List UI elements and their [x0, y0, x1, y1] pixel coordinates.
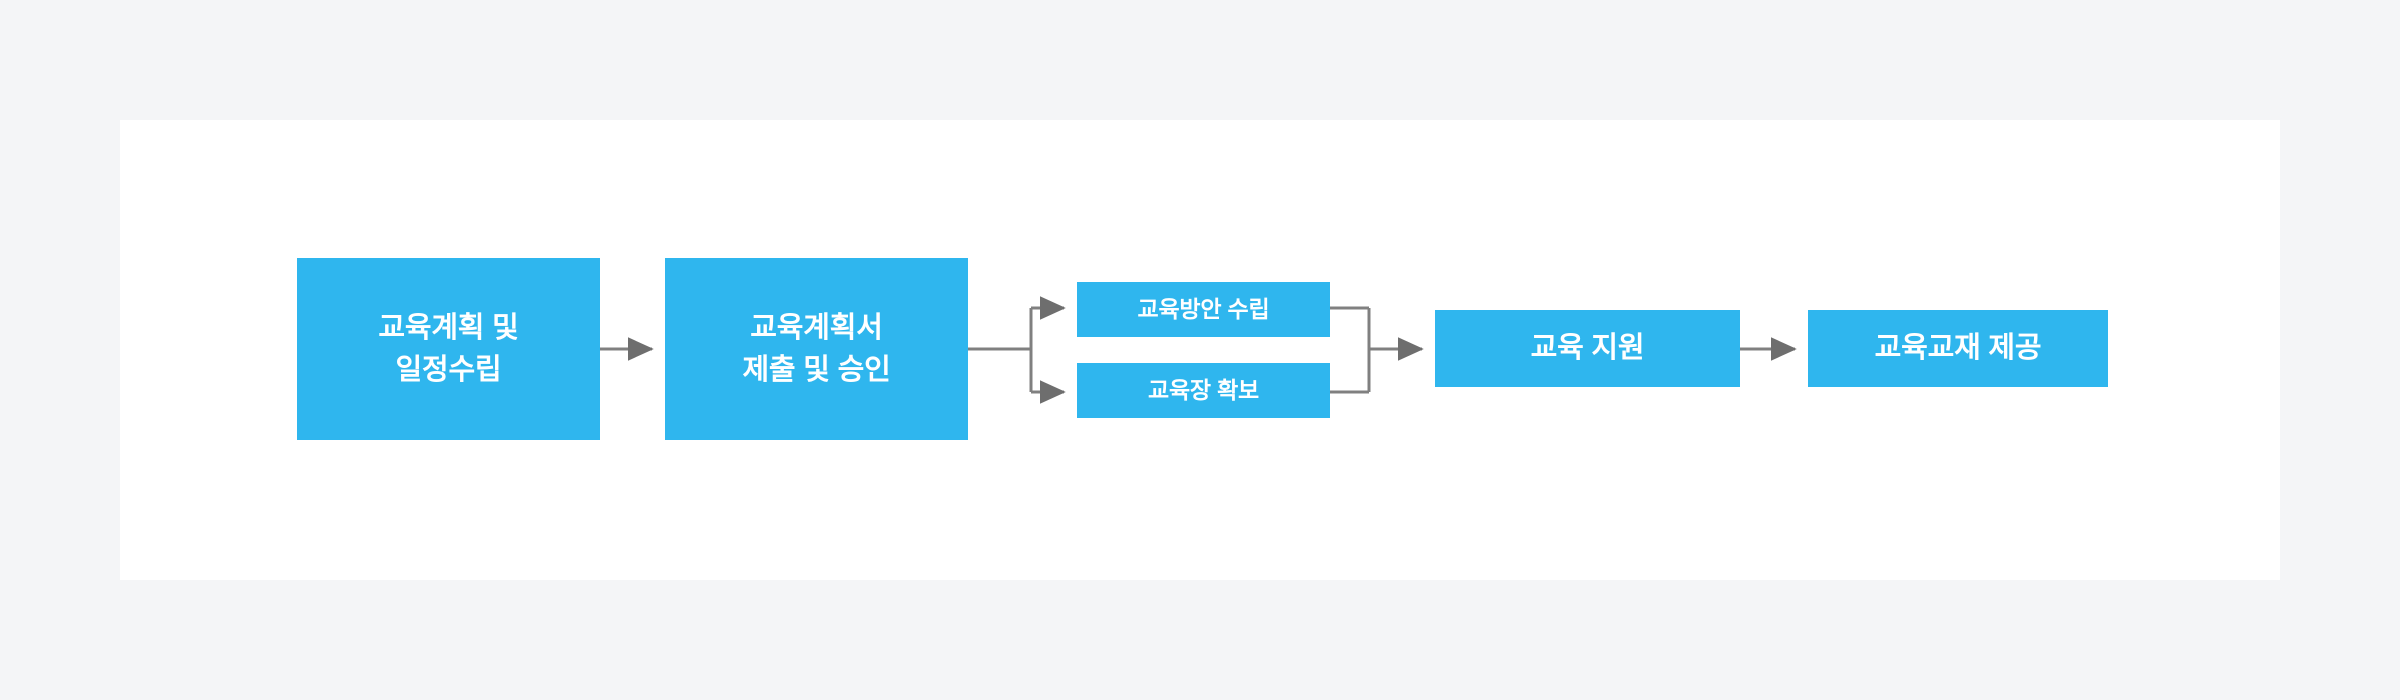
process-node-education-plan-schedule[interactable]: 교육계획 및 일정수립: [297, 258, 600, 440]
node-label: 교육계획서 제출 및 승인: [742, 311, 891, 386]
process-node-education-material-provision[interactable]: 교육교재 제공: [1808, 310, 2108, 387]
node-label: 교육방안 수립: [1137, 295, 1270, 322]
process-node-venue-securing[interactable]: 교육장 확보: [1077, 363, 1330, 418]
node-label: 교육 지원: [1530, 332, 1645, 365]
edge-subnodes-node4: [1330, 306, 1424, 394]
process-node-education-method-establish[interactable]: 교육방안 수립: [1077, 282, 1330, 337]
node-label: 교육장 확보: [1148, 376, 1259, 403]
edge-node2-fork: [968, 296, 1066, 404]
process-node-education-support[interactable]: 교육 지원: [1435, 310, 1740, 387]
node-label: 교육교재 제공: [1874, 332, 2042, 365]
node-label: 교육계획 및 일정수립: [378, 311, 519, 386]
process-node-plan-submission-approval[interactable]: 교육계획서 제출 및 승인: [665, 258, 968, 440]
